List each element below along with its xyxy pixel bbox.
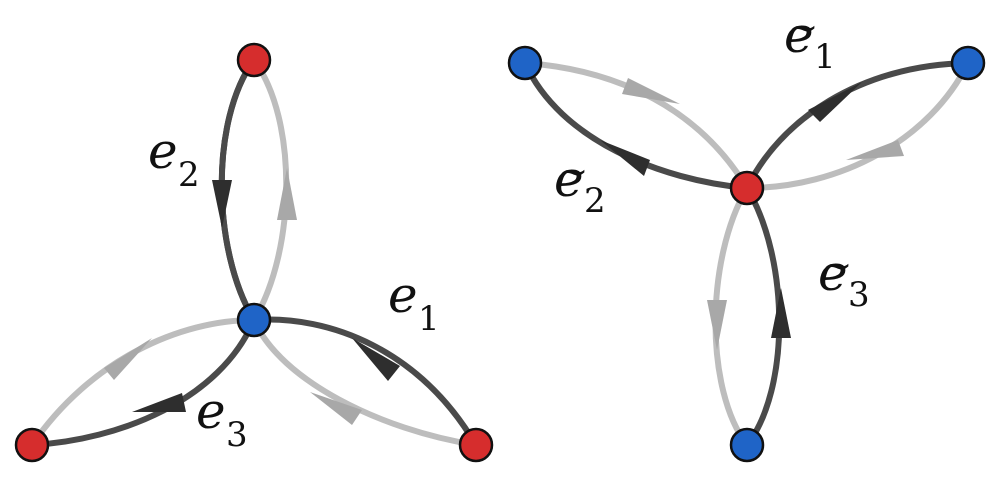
label-e3-sub: 3 [226,415,248,455]
left-right-dark-arrow [352,338,400,381]
right-bottom-light-arrow [707,300,727,350]
right-center-node [729,170,765,206]
right-ul-light-arrow [622,78,680,104]
right-ur-light-edge [744,60,971,191]
label-e-tilde-3-sub: 3 [848,275,870,315]
right-top-right-node [950,45,986,81]
label-e-tilde-2-tilde: ~ [558,152,588,193]
left-right-dark-edge [251,316,479,448]
right-ur-dark-arrow [808,82,862,122]
left-left-dark-arrow [132,393,186,412]
label-e2-sub: 2 [178,155,200,195]
label-e2: e 2 [148,122,200,195]
left-graph: e 2 e 1 e 3 [14,42,494,463]
label-e-tilde-1-base: e [784,6,814,64]
label-e-tilde-1: ~ e 1 [784,6,836,77]
left-bottom-left-node [14,427,50,463]
right-ur-dark-edge [744,60,971,191]
label-e1-base: e [388,266,418,324]
left-center-node [236,302,272,338]
label-e1: e 1 [388,266,440,339]
right-bottom-dark-arrow [771,288,791,338]
left-bottom-right-node [458,427,494,463]
left-right-light-edge [251,317,479,448]
left-top-dark-arrow [212,180,232,228]
label-e3-base: e [196,382,226,440]
label-e3: e 3 [196,382,248,455]
label-e1-sub: 1 [418,299,440,339]
label-e-tilde-3-tilde: ~ [822,246,852,287]
left-top-light-edge [251,57,290,323]
label-e-tilde-2-sub: 2 [584,181,606,221]
left-top-light-arrow [277,168,297,220]
right-graph: ~ e 1 ~ e 2 ~ e 3 [507,6,986,463]
label-e-tilde-1-tilde: ~ [788,8,818,49]
label-e-tilde-2-base: e [554,150,584,208]
label-e-tilde-2: ~ e 2 [554,150,606,221]
label-e-tilde-3: ~ e 3 [818,244,870,315]
label-e2-base: e [148,122,178,180]
label-e-tilde-3-base: e [818,244,848,302]
left-right-light-arrow [310,392,362,425]
right-bottom-node [729,427,765,463]
left-left-light-arrow [104,338,152,380]
right-ul-dark-arrow [600,140,650,176]
right-top-left-node [507,45,543,81]
left-top-node [236,42,272,78]
right-bottom-dark-edge [744,185,783,448]
right-ur-light-arrow [846,140,904,160]
label-e-tilde-1-sub: 1 [814,37,836,77]
